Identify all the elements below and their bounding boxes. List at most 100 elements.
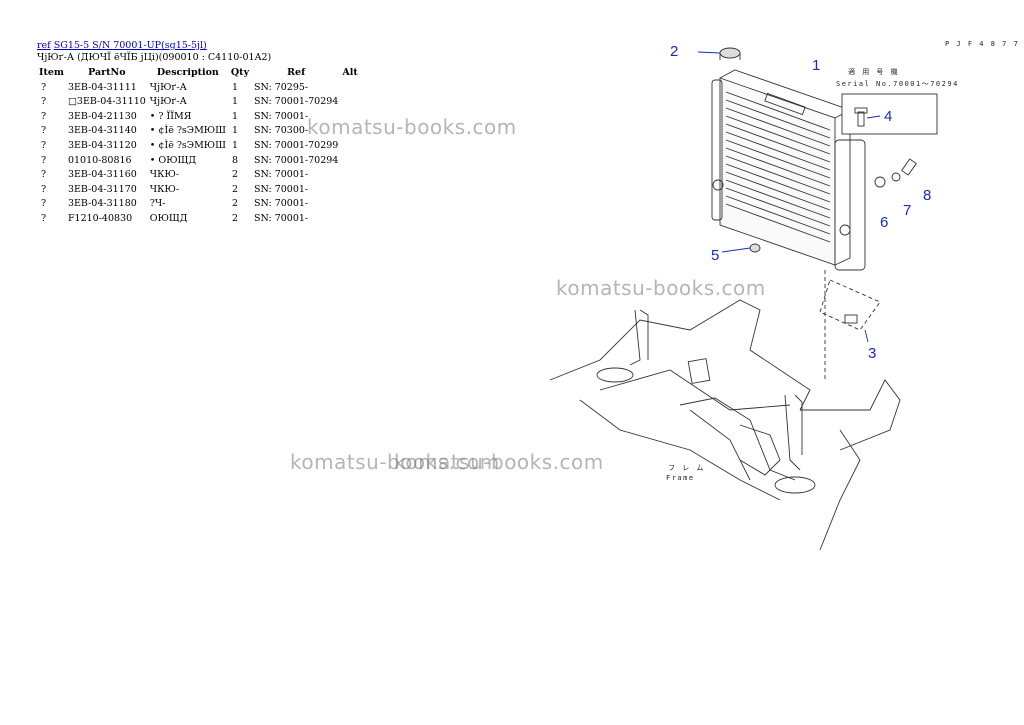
cell-partno: 3EB-04-21130: [67, 110, 137, 122]
cell-alt: [340, 183, 359, 198]
frame-label-jp: フ レ ム: [668, 464, 705, 472]
diagram-code: P J F 4 8 7 7: [945, 40, 1019, 48]
serial-label: Serial No.70001～70294: [836, 80, 959, 88]
table-row: ? 3EB-04-31120 • ¢Ìë ?sЭМЮШ 1 SN: 70001-…: [37, 139, 360, 154]
cell-alt: [340, 139, 359, 154]
cell-item: ?: [41, 96, 47, 108]
col-ref: Ref: [287, 67, 306, 78]
bolt-part-4: [841, 93, 938, 135]
cell-partno: F1210-40830: [67, 212, 133, 224]
drain-plug: [721, 243, 761, 253]
cell-item: ?: [41, 212, 47, 224]
cell-description: • ¢Ìë ?sЭМЮШ: [149, 125, 226, 137]
cell-partno: □3EB-04-31110: [67, 96, 146, 108]
frame-label-en: Frame: [666, 474, 695, 482]
cell-alt: [340, 81, 359, 96]
cell-description: ЧКЮ-: [149, 169, 180, 181]
cell-ref: SN: 70001-70294: [254, 96, 339, 108]
watermark: komatsu-books.com: [394, 450, 604, 474]
cell-qty: 1: [232, 110, 239, 122]
cell-item: ?: [41, 183, 47, 195]
cell-qty: 1: [232, 125, 239, 137]
ref-link[interactable]: ref: [37, 40, 51, 51]
callout-6: 6: [880, 214, 888, 231]
cell-qty: 2: [232, 212, 239, 224]
table-row: ? 01010-80816 • ОЮЩД 8 SN: 70001-70294: [37, 154, 360, 169]
cell-description: ЧјЮґ-А: [149, 96, 187, 108]
cell-item: ?: [41, 154, 47, 166]
cell-qty: 1: [232, 81, 239, 93]
cell-ref: SN: 70001-: [254, 198, 309, 210]
applicable-label: 適 用 号 機: [848, 67, 899, 76]
cell-qty: 8: [232, 154, 239, 166]
table-row: ? 3EB-04-21130 • ? ЇЇМЯ 1 SN: 70001-: [37, 110, 360, 125]
radiator-cap: [697, 47, 741, 60]
cell-item: ?: [41, 139, 47, 151]
cell-partno: 3EB-04-31140: [67, 125, 137, 137]
cell-partno: 3EB-04-31170: [67, 183, 137, 195]
cell-ref: SN: 70001-: [254, 212, 309, 224]
callout-2: 2: [670, 43, 678, 60]
cell-qty: 2: [232, 183, 239, 195]
cell-partno: 3EB-04-31120: [67, 139, 137, 151]
cell-partno: 01010-80816: [67, 154, 132, 166]
bracket-part-3: [819, 279, 881, 343]
cell-qty: 1: [232, 96, 239, 108]
cell-ref: SN: 70001-: [254, 169, 309, 181]
callout-4: 4: [884, 108, 892, 125]
cell-ref: SN: 70001-: [254, 183, 309, 195]
parts-header: ref SG15-5 S/N 70001-UP(sg15-5jl) ЧјЮґ-А…: [37, 40, 271, 64]
table-row: ? F1210-40830 ОЮЩД 2 SN: 70001-: [37, 212, 360, 227]
cell-item: ?: [41, 81, 47, 93]
radiator-assembly: [711, 69, 866, 271]
cell-alt: [340, 197, 359, 212]
model-link[interactable]: SG15-5 S/N 70001-UP(sg15-5jl): [53, 40, 207, 51]
table-row: ? 3EB-04-31111 ЧјЮґ-А 1 SN: 70295-: [37, 81, 360, 96]
col-item: Item: [39, 67, 64, 78]
table-row: ? 3EB-04-31160 ЧКЮ- 2 SN: 70001-: [37, 168, 360, 183]
cell-partno: 3EB-04-31180: [67, 198, 137, 210]
table-row: ? 3EB-04-31140 • ¢Ìë ?sЭМЮШ 1 SN: 70300-: [37, 124, 360, 139]
table-row: ? 3EB-04-31170 ЧКЮ- 2 SN: 70001-: [37, 183, 360, 198]
cell-item: ?: [41, 169, 47, 181]
cell-description: ЧјЮґ-А: [149, 81, 187, 93]
cell-qty: 2: [232, 169, 239, 181]
table-row: ? □3EB-04-31110 ЧјЮґ-А 1 SN: 70001-70294: [37, 95, 360, 110]
mount-hardware: [874, 158, 917, 188]
cell-alt: [340, 212, 359, 227]
table-row: ? 3EB-04-31180 ?Ч- 2 SN: 70001-: [37, 197, 360, 212]
cell-alt: [340, 95, 359, 110]
cell-alt: [340, 154, 359, 169]
cell-description: • ¢Ìë ?sЭМЮШ: [149, 139, 226, 151]
col-description: Description: [156, 67, 219, 78]
callout-5: 5: [711, 247, 719, 264]
cell-ref: SN: 70300-: [254, 125, 309, 137]
cell-description: ЧКЮ-: [149, 183, 180, 195]
watermark: komatsu-books.com: [290, 450, 500, 474]
cell-ref: SN: 70295-: [254, 81, 309, 93]
parts-table: Item PartNo Description Qty Ref Alt ? 3E…: [37, 66, 360, 227]
callout-8: 8: [923, 187, 931, 204]
cell-item: ?: [41, 198, 47, 210]
cell-ref: SN: 70001-70294: [254, 154, 339, 166]
cell-ref: SN: 70001-70299: [254, 139, 339, 151]
col-partno: PartNo: [88, 67, 126, 78]
cell-qty: 2: [232, 198, 239, 210]
cell-ref: SN: 70001-: [254, 110, 309, 122]
cell-description: • ? ЇЇМЯ: [149, 110, 192, 122]
parts-diagram: 1 2 3 4 5 6 7 8 P J F 4 8 7 7 適 用 号 機 Se…: [549, 40, 1018, 551]
callout-3: 3: [868, 345, 876, 362]
col-alt: Alt: [342, 67, 358, 78]
callout-1: 1: [812, 57, 820, 74]
cell-description: ОЮЩД: [149, 212, 188, 224]
watermark: komatsu-books.com: [307, 115, 517, 139]
group-title: ЧјЮґ-А (ДЮЧЇ ёЧЇБ јЦі)(090010 : C4110-01…: [37, 52, 272, 63]
table-header-row: Item PartNo Description Qty Ref Alt: [37, 66, 360, 81]
watermark: komatsu-books.com: [556, 276, 766, 300]
col-qty: Qty: [230, 67, 250, 78]
cell-qty: 1: [232, 139, 239, 151]
cell-description: • ОЮЩД: [149, 154, 197, 166]
callout-7: 7: [903, 202, 911, 219]
cell-item: ?: [41, 110, 47, 122]
cell-alt: [340, 168, 359, 183]
